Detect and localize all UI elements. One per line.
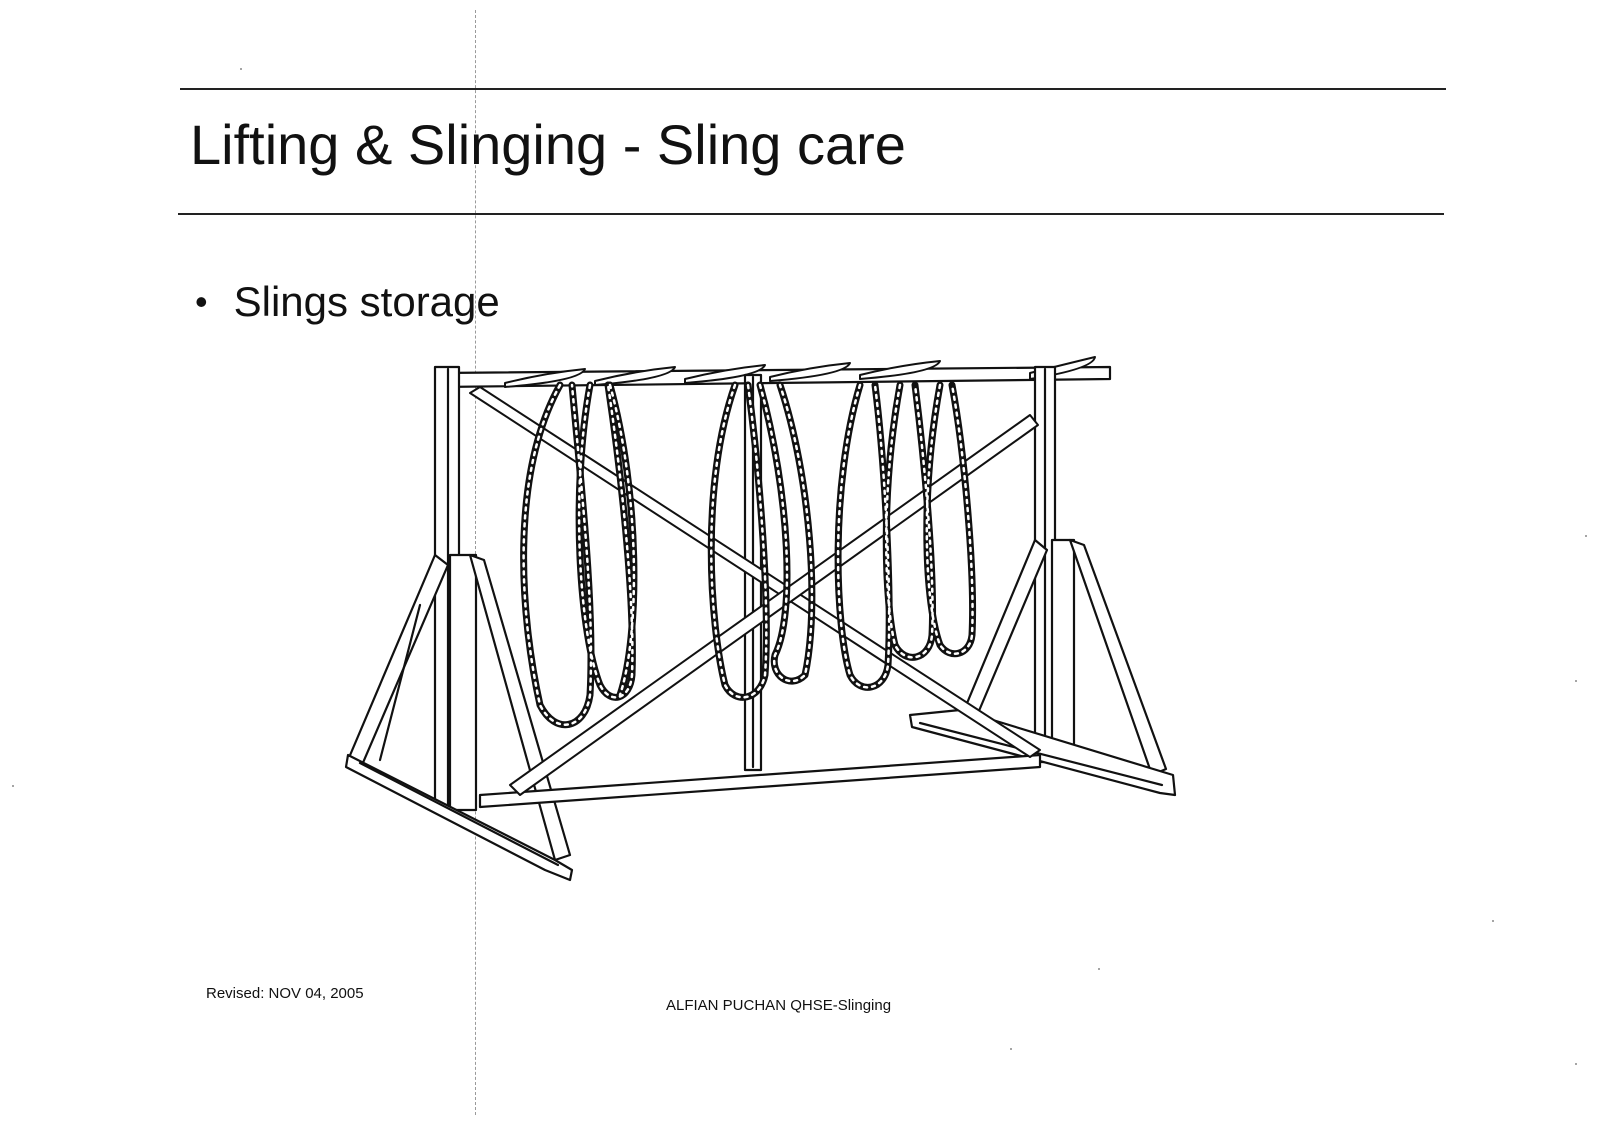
rack-hooks <box>504 356 1096 388</box>
bullet-icon: • <box>195 281 208 322</box>
rack-diagonal-braces <box>469 386 1041 796</box>
slide-title: Lifting & Slinging - Sling care <box>190 113 906 176</box>
footer-author: ALFIAN PUCHAN QHSE-Slinging <box>666 997 892 1014</box>
scan-speck <box>1575 1063 1577 1065</box>
title-bottom-rule <box>178 213 1444 215</box>
rack-left-foot <box>344 753 574 882</box>
scan-speck <box>12 785 14 787</box>
rack-bottom-beam <box>478 753 1042 809</box>
sling-storage-rack-illustration <box>340 355 1220 920</box>
bullet-item: • Slings storage <box>195 278 500 326</box>
rack-left-post <box>433 365 478 812</box>
scan-speck <box>1098 968 1100 970</box>
scan-speck <box>1492 920 1494 922</box>
bullet-text: Slings storage <box>233 278 500 325</box>
rope-coils <box>520 381 977 729</box>
title-top-rule <box>180 88 1446 90</box>
scan-speck <box>240 68 242 70</box>
revised-date: Revised: NOV 04, 2005 <box>206 985 364 1002</box>
scan-speck <box>1575 680 1577 682</box>
rack-right-legs <box>958 538 1168 777</box>
rack-right-post <box>1033 365 1076 764</box>
scan-speck <box>1010 1048 1012 1050</box>
rack-left-legs <box>346 553 572 862</box>
scan-speck <box>1585 535 1587 537</box>
